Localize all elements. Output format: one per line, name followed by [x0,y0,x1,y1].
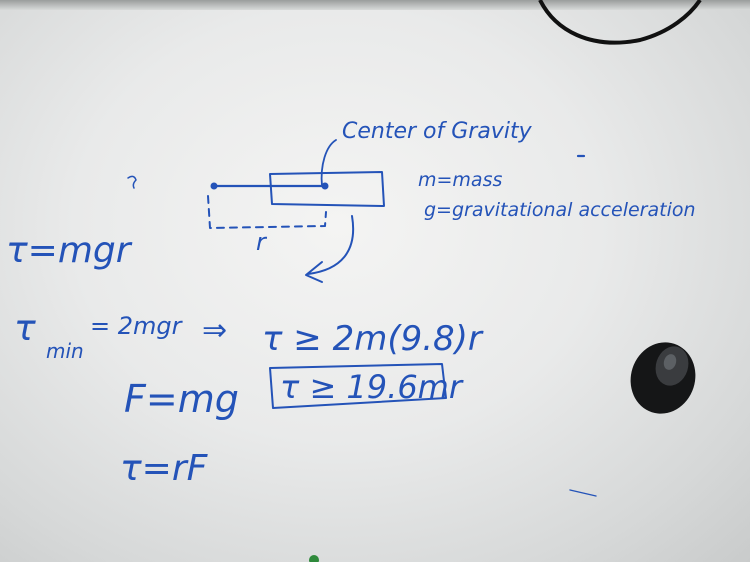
center-of-gravity-label: Center of Gravity [342,119,533,144]
center-of-gravity-point [321,182,329,190]
lever-diagram [207,139,385,283]
pivot-point [210,182,218,190]
computer-mouse [630,342,696,414]
r-label: r [256,228,268,256]
equation-torque-rf: τ=rF [120,448,209,489]
stray-line [569,489,597,497]
legend-gravity: g=gravitational acceleration [424,199,696,221]
equation-torque-inequality: τ ≥ 2m(9.8)r [262,319,484,359]
marker-cap [309,555,319,562]
equation-torque-min-value: = 2mgr [90,312,184,340]
equation-force: F=mg [124,377,239,421]
answer-box [269,363,447,409]
mass-block [269,171,385,207]
cable [538,0,702,45]
cog-pointer-line [320,139,337,187]
equation-boxed-result: τ ≥ 19.6mr [280,368,464,406]
equation-torque: τ=mgr [6,230,133,271]
equation-torque-min-subscript: min [46,339,84,363]
r-dimension-line [207,195,327,229]
legend-mass: m=mass [418,169,502,191]
equation-torque-min-symbol: τ [14,308,36,349]
curved-arrow-head [305,261,323,283]
whiteboard-top-edge [0,0,750,10]
stray-mark [127,175,137,189]
curved-arrow [307,215,355,275]
implies-arrow: ⇒ [202,313,227,348]
